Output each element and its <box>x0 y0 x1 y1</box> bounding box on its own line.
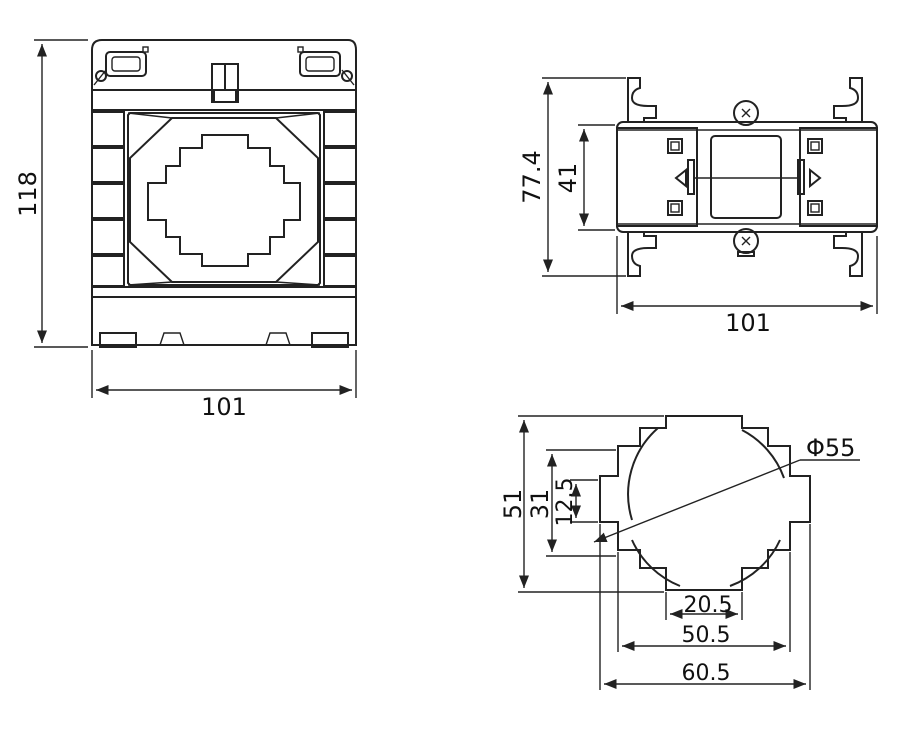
top-width-dimension: 101 <box>616 236 878 337</box>
front-mount-hole-right <box>341 70 353 82</box>
front-mount-hole-left <box>95 70 107 82</box>
window-width-outer-dimension: 60.5 <box>599 524 811 690</box>
top-bracket-bottom-right <box>833 232 863 277</box>
window-circle-arc-bottomright <box>729 539 781 587</box>
top-width-label: 101 <box>725 309 771 337</box>
front-view: 118 101 <box>14 39 357 421</box>
window-width-mid-dimension: 50.5 <box>617 552 791 652</box>
window-width-outer-label: 60.5 <box>682 661 731 686</box>
top-view: 77.4 41 101 <box>518 77 878 337</box>
window-detail-view: Φ55 51 31 12.5 20.5 <box>499 415 860 690</box>
front-window <box>147 134 301 267</box>
front-side-slots-left <box>91 111 125 287</box>
front-bottom-feet <box>99 332 349 348</box>
top-outer-height-label: 77.4 <box>518 150 546 203</box>
window-width-inner-label: 20.5 <box>684 593 733 618</box>
front-octagon <box>129 117 319 283</box>
window-outline <box>599 415 811 591</box>
front-octagon-outer <box>127 112 321 286</box>
top-arrow-left-icon <box>674 167 687 189</box>
top-arrow-right-icon <box>809 167 822 189</box>
top-body <box>616 121 878 233</box>
front-width-label: 101 <box>201 393 247 421</box>
window-width-mid-label: 50.5 <box>682 623 731 648</box>
window-height-mid-label: 31 <box>526 489 554 520</box>
window-circle-arc-topright <box>741 429 785 479</box>
front-top-clip-right <box>297 46 341 77</box>
window-circle-arc-bottom <box>631 539 681 587</box>
window-height-outer-label: 51 <box>499 489 527 520</box>
window-diameter-line <box>593 459 801 543</box>
front-top-clip-left <box>105 46 149 77</box>
top-bracket-top-left <box>627 77 657 122</box>
top-screw-top <box>733 100 759 126</box>
front-side-slots-right <box>323 111 357 287</box>
top-outer-height-dimension: 77.4 <box>518 77 626 277</box>
window-width-inner-dimension: 20.5 <box>665 592 743 620</box>
front-height-label: 118 <box>14 171 42 217</box>
top-inner-height-dimension: 41 <box>554 124 615 231</box>
top-inner-height-label: 41 <box>554 163 582 194</box>
top-terminal-squares <box>667 138 823 216</box>
top-bracket-top-right <box>833 77 863 122</box>
front-width-dimension: 101 <box>91 350 357 421</box>
front-center-terminal <box>211 63 239 103</box>
front-height-dimension: 118 <box>14 39 88 348</box>
window-circle-arc-top <box>627 427 659 521</box>
window-diameter-label: Φ55 <box>806 434 855 462</box>
top-bracket-bottom-left <box>627 232 657 277</box>
top-center-window <box>710 135 782 219</box>
window-height-inner-dimension: 12.5 <box>553 478 598 527</box>
window-height-outer-dimension: 51 <box>499 415 664 593</box>
top-screw-bottom <box>733 228 759 257</box>
window-height-inner-label: 12.5 <box>553 478 578 527</box>
window-height-mid-dimension: 31 <box>526 449 616 557</box>
